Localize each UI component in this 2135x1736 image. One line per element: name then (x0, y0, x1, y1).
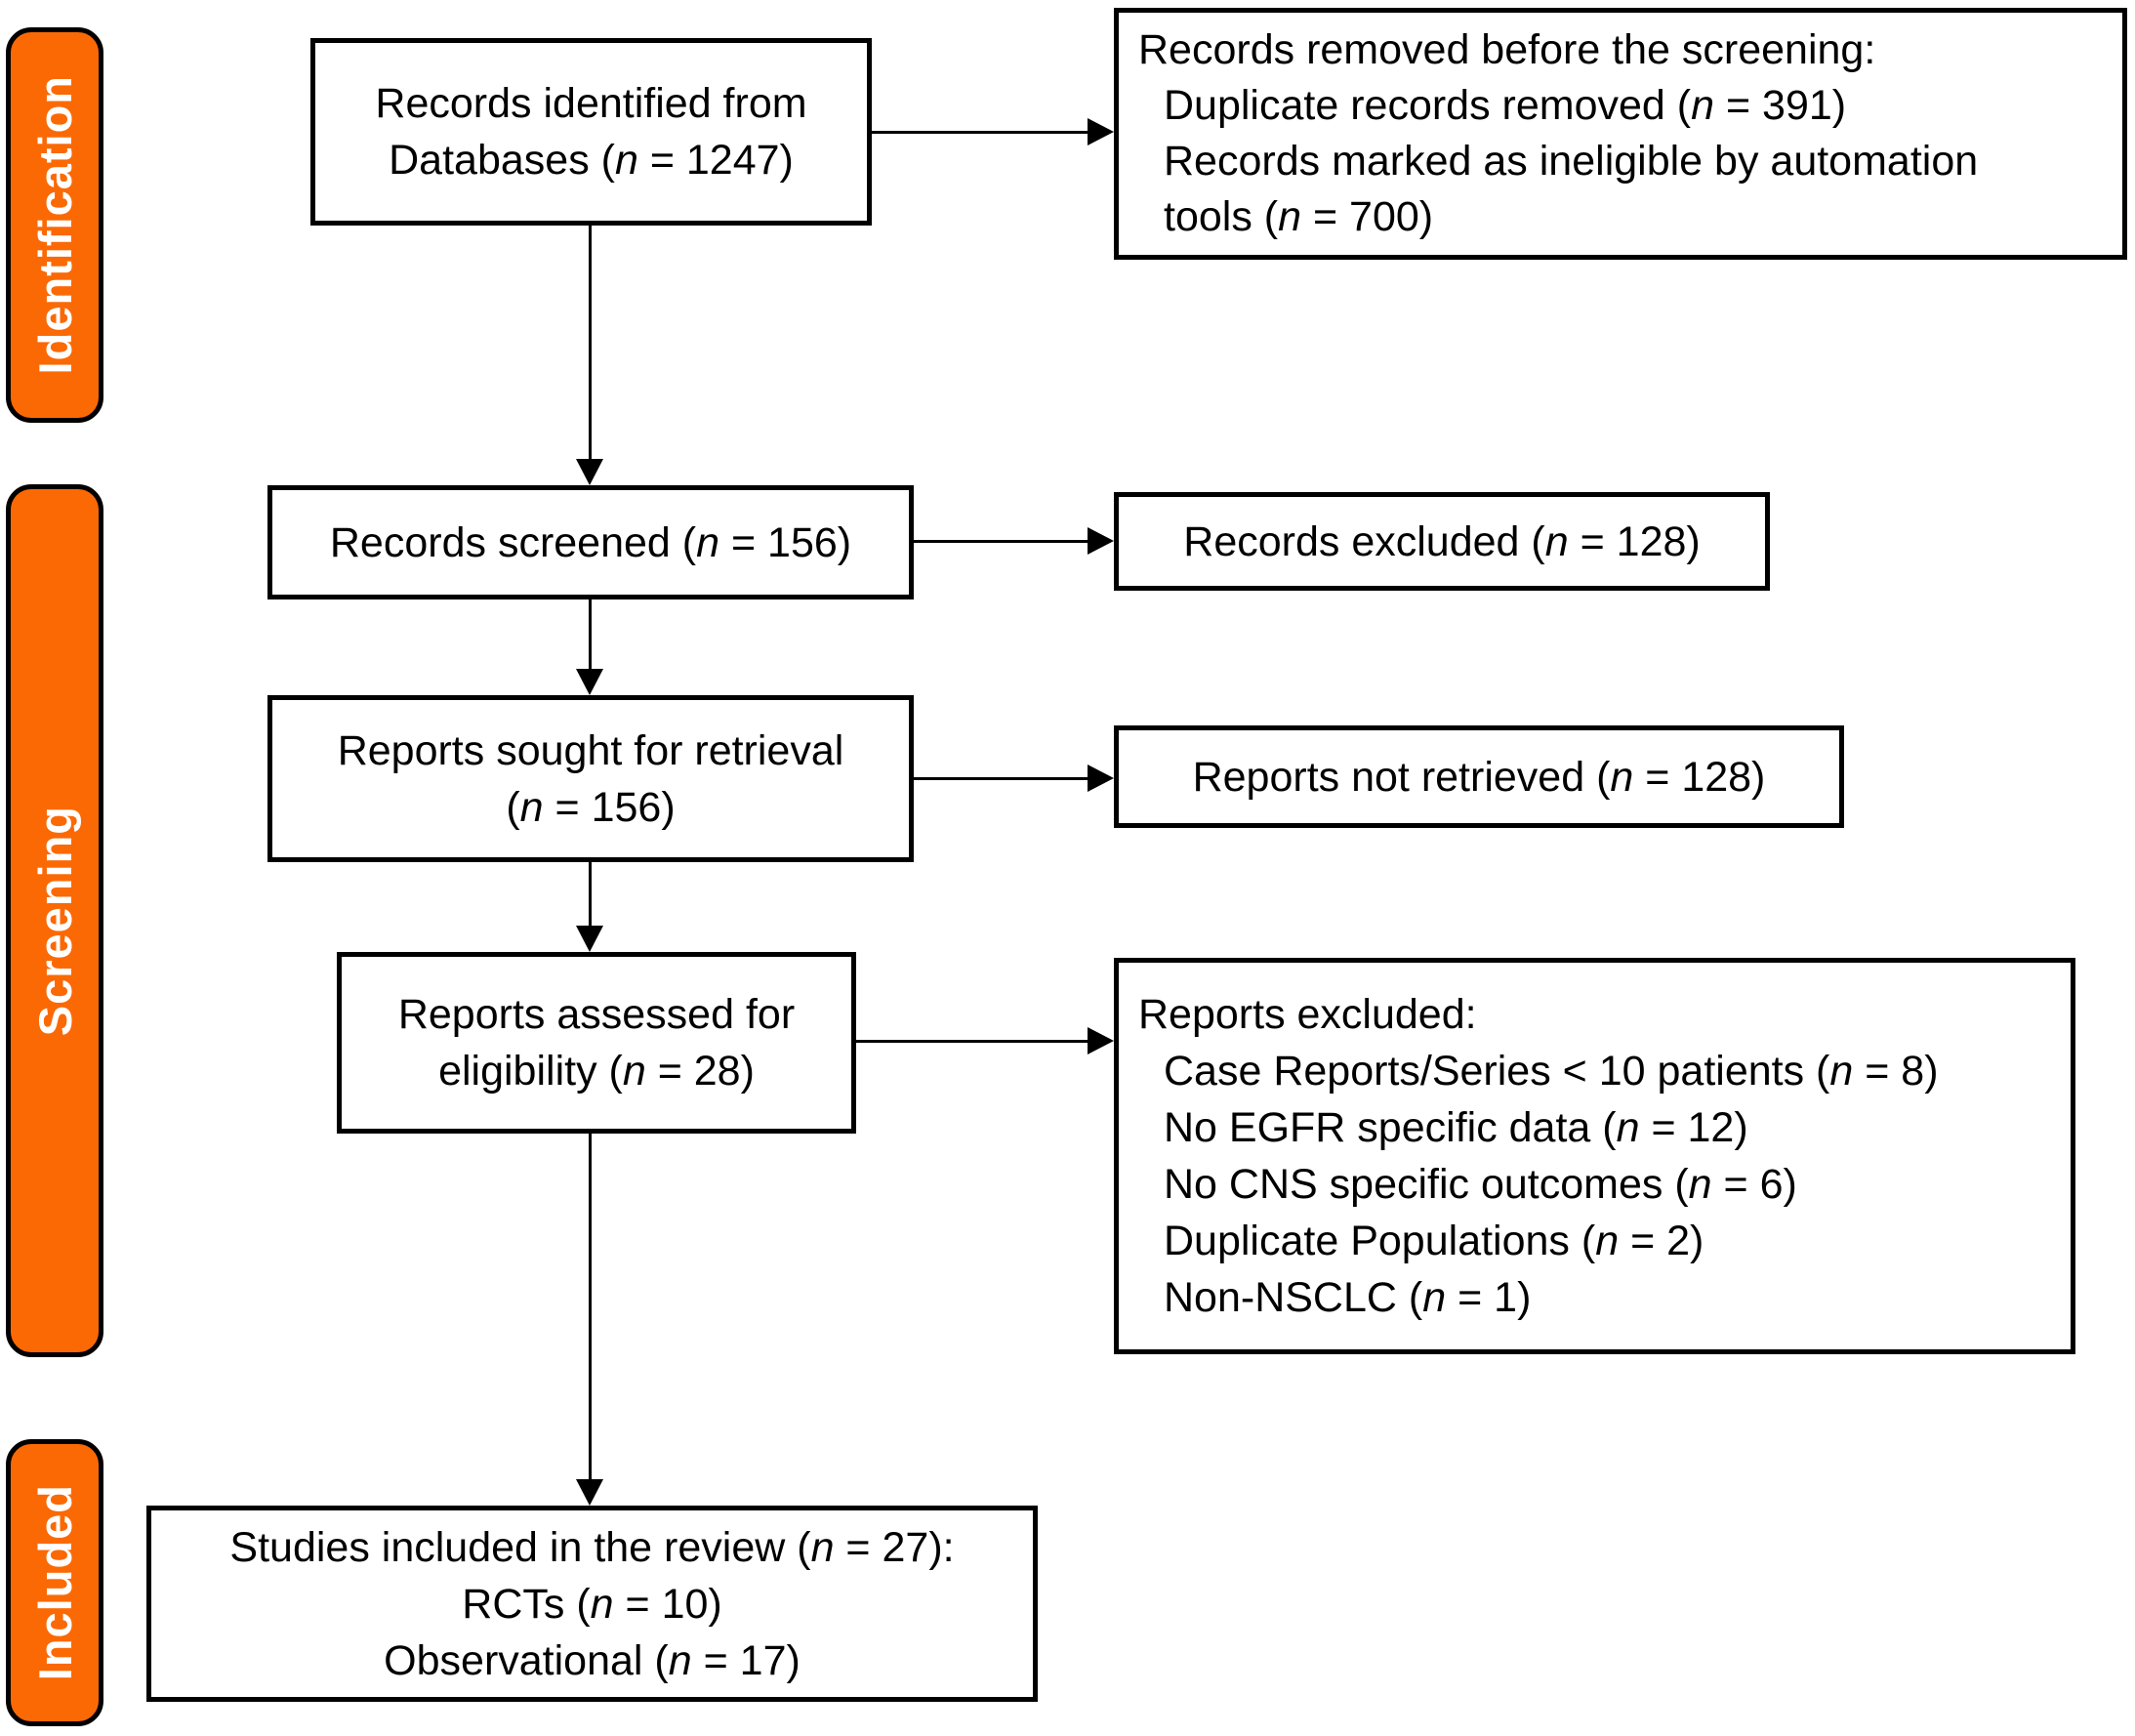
box-line: RCTs (n = 10) (462, 1580, 722, 1628)
box-line: Reports not retrieved (n = 128) (1192, 753, 1766, 801)
arrow-identified-to-removed (872, 131, 1088, 134)
box-line: Records marked as ineligible by automati… (1164, 138, 1979, 185)
stage-screening-label: Screening (28, 805, 81, 1037)
box-line: Records excluded (n = 128) (1183, 517, 1701, 565)
arrowhead-icon (1088, 527, 1114, 555)
box-line: Observational (n = 17) (384, 1636, 801, 1684)
box-records-identified: Records identified from Databases (n = 1… (310, 38, 872, 226)
arrowhead-icon (1088, 118, 1114, 145)
box-line: Duplicate records removed (n = 391) (1164, 82, 1847, 129)
box-records-removed: Records removed before the screening: Du… (1114, 8, 2127, 260)
arrow-assessed-to-reports-excluded (856, 1040, 1088, 1043)
arrowhead-icon (576, 926, 603, 952)
box-line: Reports excluded: (1138, 991, 1477, 1038)
box-reports-sought: Reports sought for retrieval (n = 156) (267, 695, 914, 862)
box-records-screened: Records screened (n = 156) (267, 485, 914, 599)
box-line: Case Reports/Series < 10 patients (n = 8… (1164, 1048, 1939, 1095)
box-line: eligibility (n = 28) (438, 1048, 755, 1095)
box-line: (n = 156) (506, 783, 676, 831)
box-line: Records removed before the screening: (1138, 26, 1876, 73)
box-reports-not-retrieved: Reports not retrieved (n = 128) (1114, 725, 1844, 828)
box-studies-included: Studies included in the review (n = 27):… (146, 1506, 1038, 1702)
stage-identification: Identification (6, 27, 103, 423)
arrowhead-icon (1088, 765, 1114, 792)
box-line: Records identified from (375, 80, 807, 127)
arrow-identified-to-screened (589, 226, 592, 461)
box-line: Non-NSCLC (n = 1) (1164, 1274, 1532, 1321)
arrow-screened-to-excluded (914, 540, 1088, 543)
box-line: Reports sought for retrieval (337, 726, 844, 774)
arrowhead-icon (1088, 1027, 1114, 1054)
box-reports-excluded: Reports excluded: Case Reports/Series < … (1114, 958, 2075, 1354)
box-reports-assessed: Reports assessed for eligibility (n = 28… (337, 952, 856, 1134)
box-line: Studies included in the review (n = 27): (229, 1523, 955, 1571)
box-line: Duplicate Populations (n = 2) (1164, 1218, 1704, 1264)
stage-included: Included (6, 1439, 103, 1726)
box-line: Reports assessed for (397, 991, 796, 1038)
stage-screening: Screening (6, 484, 103, 1357)
arrow-sought-to-not-retrieved (914, 777, 1088, 780)
box-line: Databases (n = 1247) (389, 137, 794, 184)
arrowhead-icon (576, 669, 603, 695)
stage-identification-label: Identification (28, 75, 81, 375)
arrow-screened-to-sought (589, 599, 592, 672)
stage-included-label: Included (28, 1484, 81, 1681)
box-line: No EGFR specific data (n = 12) (1164, 1104, 1748, 1151)
arrow-sought-to-assessed (589, 862, 592, 929)
box-records-excluded: Records excluded (n = 128) (1114, 492, 1770, 591)
arrow-assessed-to-included (589, 1134, 592, 1481)
box-line: tools (n = 700) (1164, 193, 1434, 240)
box-line: Records screened (n = 156) (329, 518, 852, 566)
arrowhead-icon (576, 1479, 603, 1506)
arrowhead-icon (576, 459, 603, 485)
box-line: No CNS specific outcomes (n = 6) (1164, 1161, 1797, 1208)
